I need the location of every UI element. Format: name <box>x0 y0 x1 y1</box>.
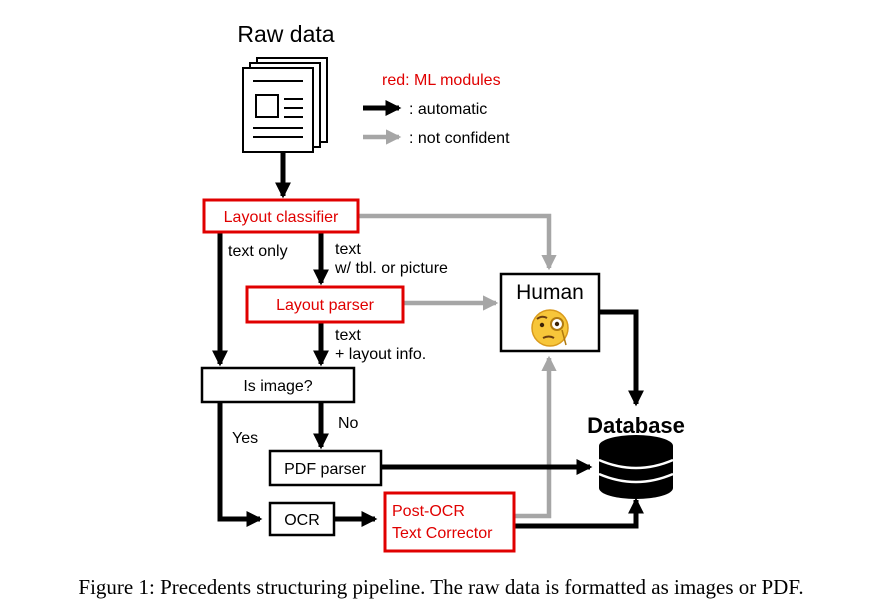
raw-data-title: Raw data <box>237 21 334 47</box>
ocr-label: OCR <box>284 512 320 529</box>
label-text-tbl-line1: text <box>335 241 361 258</box>
node-layout-classifier: Layout classifier <box>202 198 360 234</box>
pdf-parser-label: PDF parser <box>284 461 366 478</box>
edge-isimage-to-ocr <box>217 402 263 528</box>
edge-corrector-to-human <box>514 355 557 519</box>
label-text-layout-line1: text <box>335 327 361 344</box>
label-no: No <box>338 415 359 432</box>
edge-labels: text only text w/ tbl. or picture text +… <box>228 241 448 447</box>
node-database: Database <box>587 413 685 499</box>
legend-ml-modules: red: ML modules <box>382 72 501 89</box>
node-pdf-parser: PDF parser <box>268 449 383 487</box>
label-text-only: text only <box>228 243 288 260</box>
layout-classifier-label: Layout classifier <box>224 209 339 226</box>
not-confident-edges <box>358 213 557 519</box>
post-ocr-label-line2: Text Corrector <box>392 525 493 542</box>
automatic-edges <box>211 152 645 529</box>
node-is-image: Is image? <box>200 366 356 404</box>
database-label: Database <box>587 413 685 438</box>
edge-human-to-database <box>599 309 645 407</box>
document-stack-icon <box>242 57 328 153</box>
human-label: Human <box>516 281 584 304</box>
legend: red: ML modules : automatic : not confid… <box>363 72 510 147</box>
node-layout-parser: Layout parser <box>245 285 405 324</box>
legend-automatic-label: : automatic <box>409 101 487 118</box>
database-icon <box>598 435 674 499</box>
node-ocr: OCR <box>268 501 336 537</box>
face-with-monocle-icon <box>531 309 569 347</box>
edge-classifier-to-human <box>358 213 557 271</box>
label-text-tbl-line2: w/ tbl. or picture <box>334 260 448 277</box>
node-human: Human <box>499 272 601 353</box>
label-yes: Yes <box>232 430 258 447</box>
figure-caption: Figure 1: Precedents structuring pipelin… <box>78 575 803 599</box>
label-text-layout-line2: + layout info. <box>335 346 426 363</box>
node-post-ocr-corrector: Post-OCR Text Corrector <box>383 491 516 553</box>
layout-parser-label: Layout parser <box>276 297 375 314</box>
edge-corrector-to-database <box>514 497 645 529</box>
is-image-label: Is image? <box>243 378 312 395</box>
post-ocr-label-line1: Post-OCR <box>392 503 465 520</box>
legend-not-confident-label: : not confident <box>409 130 510 147</box>
